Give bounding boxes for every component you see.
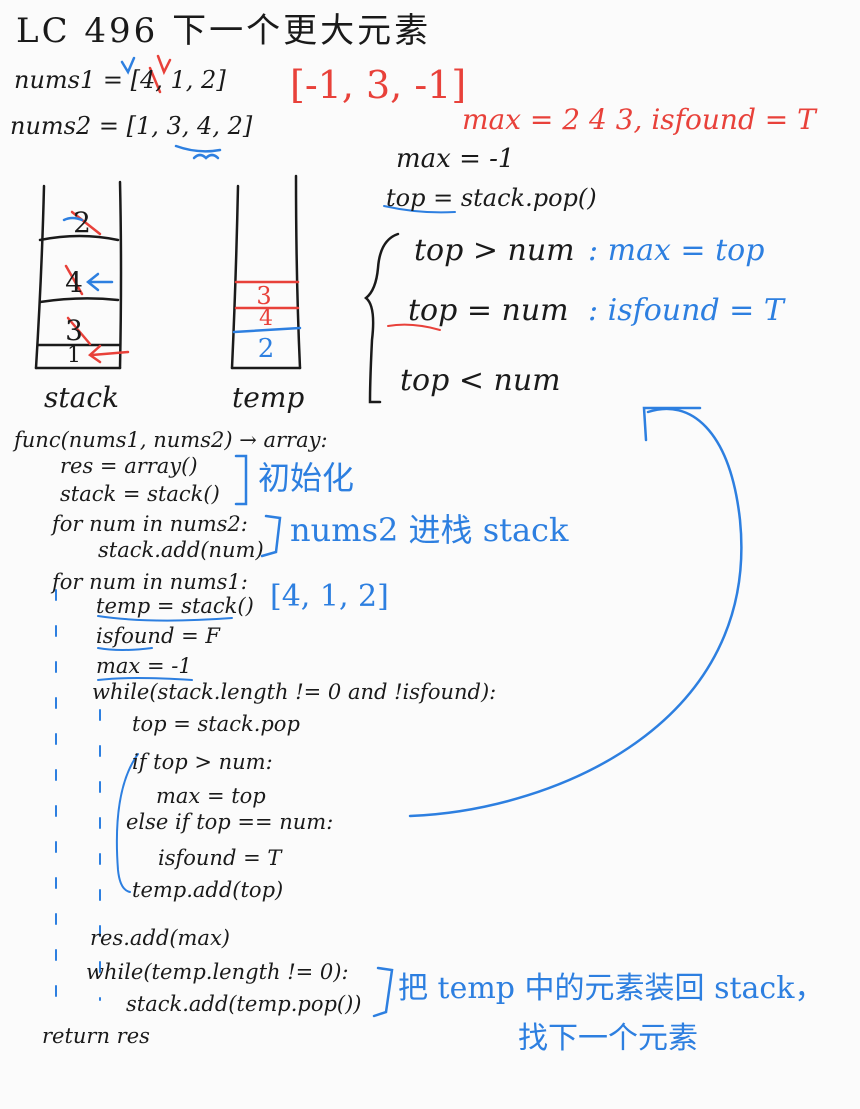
code-line-max-assign: max = top <box>156 784 266 808</box>
max-init: max = -1 <box>396 144 515 174</box>
case-greater: top > num <box>414 233 575 268</box>
code-line-res-init: res = array() <box>60 454 198 478</box>
code-line-while-temp: while(temp.length != 0): <box>86 960 349 984</box>
code-line-for-nums1: for num in nums1: <box>52 570 248 594</box>
stack-cell-2: 2 <box>73 206 91 239</box>
stack-container <box>34 180 123 370</box>
annotation-brackets <box>234 454 394 1018</box>
temp-cell-4: 4 <box>259 306 273 331</box>
code-line-top-pop: top = stack.pop <box>132 712 300 736</box>
code-line-res-add: res.add(max) <box>90 926 230 950</box>
code-line-stack-init: stack = stack() <box>60 482 220 506</box>
code-line-for-nums2: for num in nums2: <box>52 512 248 536</box>
nums-markers <box>120 54 222 160</box>
max-note: max = 2 4 3, isfound = T <box>462 103 816 136</box>
temp-cell-2: 2 <box>257 334 275 364</box>
logic-underlines <box>383 205 456 331</box>
stack-blue-marks <box>62 216 114 292</box>
stack-label: stack <box>44 381 119 414</box>
code-line-temp-init: temp = stack() <box>96 594 254 618</box>
block-lines <box>97 615 233 893</box>
temp-container <box>230 174 302 370</box>
note-restore-line1: 把 temp 中的元素装回 stack， <box>398 971 825 1006</box>
code-line-else-if: else if top == num: <box>126 810 334 834</box>
temp-label: temp <box>232 381 305 414</box>
code-line-isfound-init: isfound = F <box>96 624 220 648</box>
code-line-stack-restore: stack.add(temp.pop()) <box>126 992 362 1016</box>
note-init: 初始化 <box>258 459 355 497</box>
stack-cell-4: 4 <box>65 266 83 299</box>
case-equal: top = num <box>408 293 569 328</box>
code-line-max-init: max = -1 <box>96 654 192 678</box>
top-pop: top = stack.pop() <box>386 184 597 212</box>
logic-brace <box>364 232 400 404</box>
code-line-stack-add: stack.add(num) <box>98 538 264 562</box>
code-line-func: func(nums1, nums2) → array: <box>14 428 328 452</box>
nums2-line: nums2 = [1, 3, 4, 2] <box>10 112 253 140</box>
note-restore-line2: 找下一个元素 <box>518 1021 698 1056</box>
code-line-if-greater: if top > num: <box>132 750 273 774</box>
stack-cell-3: 3 <box>65 314 83 347</box>
temp-lines <box>232 280 302 334</box>
stack-cell-1: 1 <box>67 343 81 368</box>
code-line-temp-add: temp.add(top) <box>132 878 284 902</box>
margin-dashes <box>55 589 101 1011</box>
note-nums1-values: [4, 1, 2] <box>270 579 389 614</box>
case-equal-action: : isfound = T <box>588 293 784 328</box>
note-push-nums2: nums2 进栈 stack <box>290 511 569 549</box>
answer-array: [-1, 3, -1] <box>290 63 467 107</box>
page-title: LC 496 下一个更大元素 <box>16 11 432 51</box>
code-line-while-stack: while(stack.length != 0 and !isfound): <box>92 680 497 704</box>
case-greater-action: : max = top <box>588 233 765 268</box>
temp-cell-3: 3 <box>256 282 272 310</box>
loop-arrow <box>408 406 743 818</box>
case-less: top < num <box>400 363 561 398</box>
nums1-line: nums1 = [4, 1, 2] <box>14 66 226 94</box>
code-line-return: return res <box>42 1024 150 1048</box>
stack-markers <box>64 210 130 364</box>
code-line-isfound-assign: isfound = T <box>158 846 282 870</box>
